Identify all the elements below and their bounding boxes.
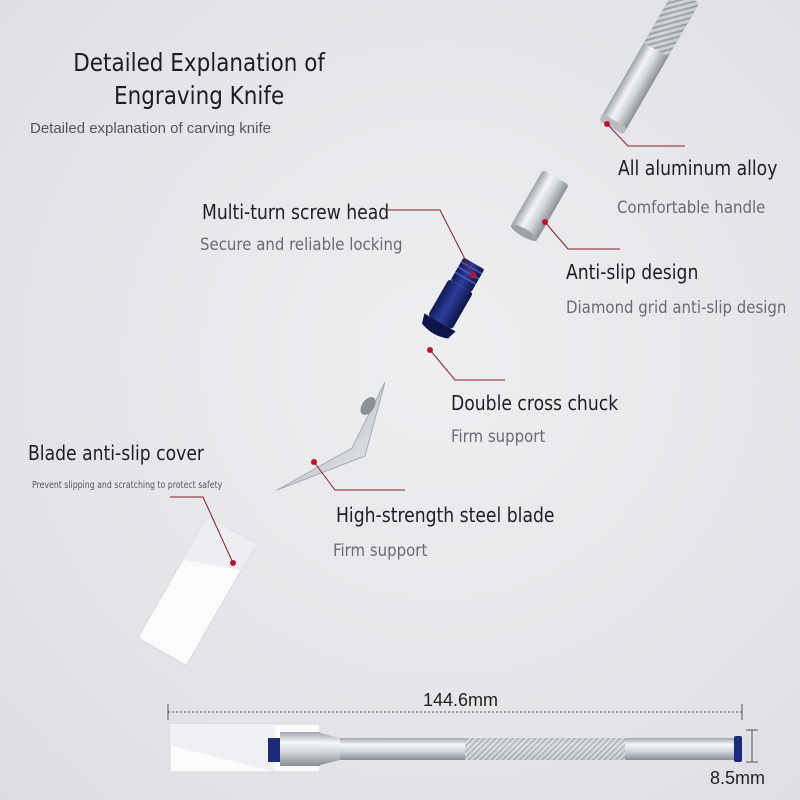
- handle-leader-line: [606, 123, 685, 147]
- cover-leader-line: [170, 496, 234, 564]
- chuck-label: Double cross chuck: [451, 391, 619, 415]
- cover-label: Blade anti-slip cover: [28, 441, 204, 465]
- screw-head-label: Multi-turn screw head: [202, 200, 390, 224]
- steel-blade: [276, 381, 386, 491]
- length-dimension-line: [167, 704, 743, 720]
- sleeve-desc: Diamond grid anti-slip design: [566, 298, 787, 318]
- navy-chuck: [422, 258, 484, 339]
- handle-label: All aluminum alloy: [618, 156, 778, 180]
- blade-leader-line: [313, 461, 405, 491]
- sleeve-label: Anti-slip design: [566, 260, 699, 284]
- assembled-knife: [169, 723, 742, 773]
- diameter-dimension: 8.5mm: [710, 768, 766, 788]
- sleeve-leader-line: [544, 221, 620, 250]
- cover-desc: Prevent slipping and scratching to prote…: [32, 480, 223, 491]
- blade-label: High-strength steel blade: [336, 503, 555, 527]
- diameter-dimension-line: [746, 729, 758, 763]
- aluminum-sleeve: [510, 170, 568, 241]
- length-dimension: 144.6mm: [423, 690, 499, 710]
- page-title: Detailed Explanation of Engraving Knife: [73, 48, 325, 110]
- chuck-leader-line: [429, 349, 505, 381]
- page-subtitle: Detailed explanation of carving knife: [30, 120, 271, 137]
- aluminum-handle: [599, 0, 700, 134]
- handle-desc: Comfortable handle: [617, 198, 766, 218]
- screw-leader-line: [388, 209, 474, 276]
- blade-cover: [138, 516, 257, 666]
- screw-head-desc: Secure and reliable locking: [200, 235, 403, 255]
- chuck-desc: Firm support: [451, 427, 546, 447]
- blade-desc: Firm support: [333, 541, 428, 561]
